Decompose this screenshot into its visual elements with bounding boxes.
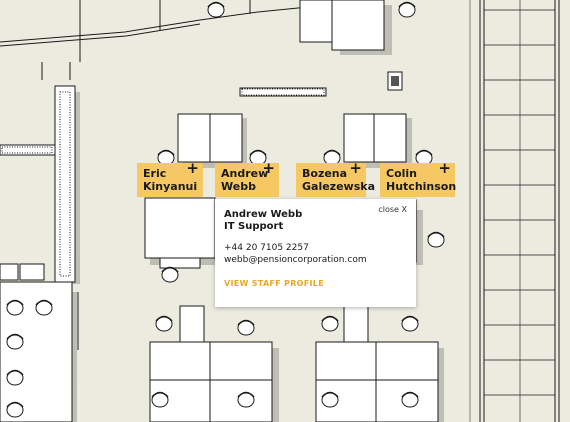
plus-icon[interactable]: +	[262, 159, 275, 177]
staff-tag-first-name: Eric	[143, 167, 167, 180]
staff-tag-andrew-webb[interactable]: Andrew Webb +	[215, 159, 279, 197]
staff-tag-last-name: Kinyanui	[143, 180, 198, 193]
plus-icon[interactable]: +	[186, 159, 199, 177]
staff-tag-bozena-galezewska[interactable]: Bozena Galezewska +	[296, 159, 375, 197]
staff-tag-first-name: Bozena	[302, 167, 348, 180]
staff-name: Andrew Webb	[224, 209, 303, 220]
staff-tag-last-name: Webb	[221, 180, 256, 193]
staff-tag-first-name: Colin	[386, 167, 418, 180]
close-button[interactable]: close X	[378, 205, 407, 214]
staff-info-popup: close X Andrew Webb IT Support +44 20 71…	[215, 199, 416, 307]
plus-icon[interactable]: +	[438, 159, 451, 177]
staff-phone: +44 20 7105 2257	[224, 243, 309, 253]
view-staff-profile-link[interactable]: VIEW STAFF PROFILE	[224, 279, 324, 288]
staff-tag-last-name: Hutchinson	[386, 180, 457, 193]
staff-email: webb@pensioncorporation.com	[224, 255, 367, 265]
staff-department: IT Support	[224, 221, 284, 232]
staff-tag-last-name: Galezewska	[302, 180, 375, 193]
plus-icon[interactable]: +	[349, 159, 362, 177]
staff-tag-colin-hutchinson[interactable]: Colin Hutchinson +	[380, 159, 457, 197]
staff-tag-first-name: Andrew	[221, 167, 269, 180]
staff-tag-eric-kinyanui[interactable]: Eric Kinyanui +	[137, 159, 203, 197]
